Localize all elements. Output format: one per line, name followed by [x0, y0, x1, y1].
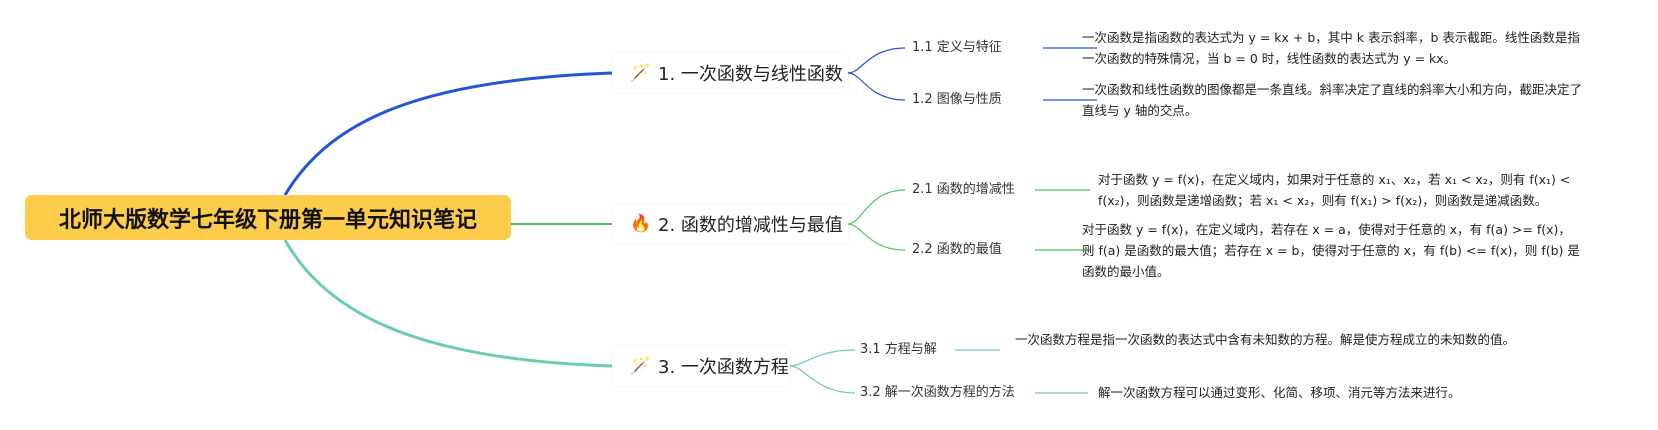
- subtopic-2-2[interactable]: 2.2 函数的最值: [912, 242, 1002, 257]
- note-1-1: 一次函数是指函数的表达式为 y = kx + b，其中 k 表示斜率，b 表示截…: [1082, 30, 1580, 66]
- subtopic-2-1[interactable]: 2.1 函数的增减性: [912, 182, 1015, 197]
- connector-branch-1-sub-2: [847, 72, 906, 101]
- connector-branch-1-sub-1: [847, 47, 906, 74]
- note-1-2: 一次函数和线性函数的图像都是一条直线。斜率决定了直线的斜率大小和方向，截距决定了…: [1082, 82, 1583, 118]
- magic-wand-icon: 🪄: [630, 356, 652, 376]
- connector-branch-3-sub-1: [789, 349, 856, 367]
- subtopic-1-2[interactable]: 1.2 图像与性质: [912, 92, 1002, 107]
- subtopic-1-1[interactable]: 1.1 定义与特征: [912, 40, 1002, 55]
- branch-topic-1-label: 1. 一次函数与线性函数: [658, 64, 843, 85]
- branch-topic-3-label: 3. 一次函数方程: [658, 357, 789, 378]
- root-topic[interactable]: 北师大版数学七年级下册第一单元知识笔记: [25, 195, 511, 240]
- subtopic-3-1[interactable]: 3.1 方程与解: [860, 342, 937, 357]
- branch-topic-2-label: 2. 函数的增减性与最值: [658, 215, 843, 236]
- connector-root-branch-3: [283, 239, 613, 368]
- fire-icon: 🔥: [630, 214, 652, 234]
- connector-branch-3-sub-2: [789, 365, 856, 394]
- subtopic-3-2[interactable]: 3.2 解一次函数方程的方法: [860, 385, 1015, 400]
- branch-topic-3[interactable]: 🪄 3. 一次函数方程: [612, 346, 790, 386]
- branch-topic-1[interactable]: 🪄 1. 一次函数与线性函数: [612, 53, 848, 93]
- branch-topic-2[interactable]: 🔥 2. 函数的增减性与最值: [612, 204, 848, 244]
- root-topic-label: 北师大版数学七年级下册第一单元知识笔记: [58, 207, 477, 233]
- note-3-1: 一次函数方程是指一次函数的表达式中含有未知数的方程。解是使方程成立的未知数的值。: [1015, 332, 1516, 347]
- note-3-2: 解一次函数方程可以通过变形、化简、移项、消元等方法来进行。: [1098, 385, 1461, 400]
- connector-root-branch-1: [283, 71, 613, 196]
- connector-branch-2-sub-2: [847, 223, 906, 251]
- magic-wand-icon: 🪄: [630, 63, 652, 83]
- note-2-1: 对于函数 y = f(x)，在定义域内，如果对于任意的 x₁、x₂，若 x₁ <…: [1098, 172, 1571, 208]
- note-2-2: 对于函数 y = f(x)，在定义域内，若存在 x = a，使得对于任意的 x，…: [1082, 222, 1580, 279]
- connector-branch-2-sub-1: [847, 189, 906, 225]
